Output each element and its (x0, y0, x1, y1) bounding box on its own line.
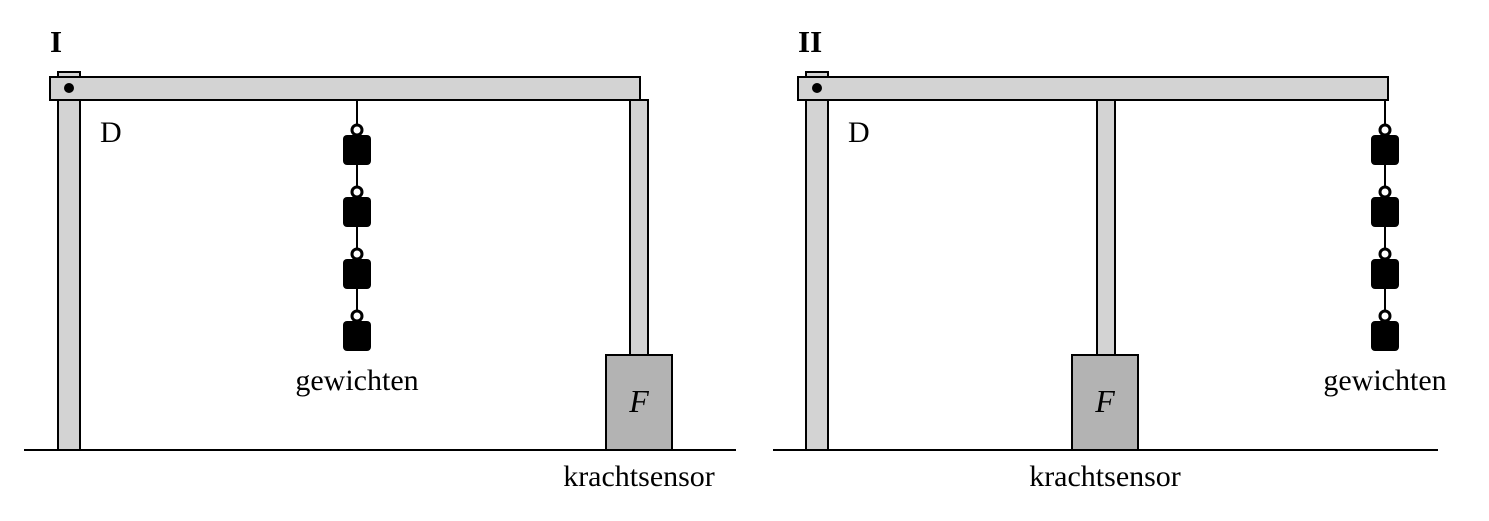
weight-hook-ring (350, 123, 364, 137)
sensor-label: krachtsensor (1029, 460, 1181, 493)
panel-i: I D F krachtsensor gewichten (24, 24, 736, 493)
weight-hook-ring (350, 185, 364, 199)
horizontal-beam (797, 76, 1389, 101)
horizontal-beam (49, 76, 641, 101)
weight-block (343, 259, 371, 289)
weight-block (1371, 197, 1399, 227)
pivot-point (812, 83, 822, 93)
left-post (805, 99, 829, 451)
support-rod (629, 99, 649, 356)
left-post (57, 99, 81, 451)
weight-block (1371, 135, 1399, 165)
sensor-label: krachtsensor (563, 460, 715, 493)
weight-hook-ring (350, 247, 364, 261)
weights-label: gewichten (1323, 364, 1446, 397)
weight-hook-ring (350, 309, 364, 323)
force-sensor (1071, 354, 1139, 451)
pivot-label: D (848, 116, 870, 149)
weight-block (343, 197, 371, 227)
weight-hook-ring (1378, 247, 1392, 261)
force-symbol: F (628, 383, 649, 419)
pivot-point (64, 83, 74, 93)
panel-numeral: II (798, 24, 822, 59)
force-symbol: F (1094, 383, 1115, 419)
weight-block (1371, 321, 1399, 351)
panel-numeral: I (50, 24, 62, 59)
panel-ii: II D F krachtsensor gewichten (773, 24, 1447, 493)
weight-stack (343, 100, 371, 351)
weight-hook-ring (1378, 123, 1392, 137)
weight-stack (1371, 100, 1399, 351)
pivot-label: D (100, 116, 122, 149)
force-sensor (605, 354, 673, 451)
weight-block (1371, 259, 1399, 289)
weights-label: gewichten (295, 364, 418, 397)
support-rod (1096, 99, 1116, 356)
weight-hook-ring (1378, 309, 1392, 323)
weight-block (343, 321, 371, 351)
weight-hook-ring (1378, 185, 1392, 199)
weight-block (343, 135, 371, 165)
